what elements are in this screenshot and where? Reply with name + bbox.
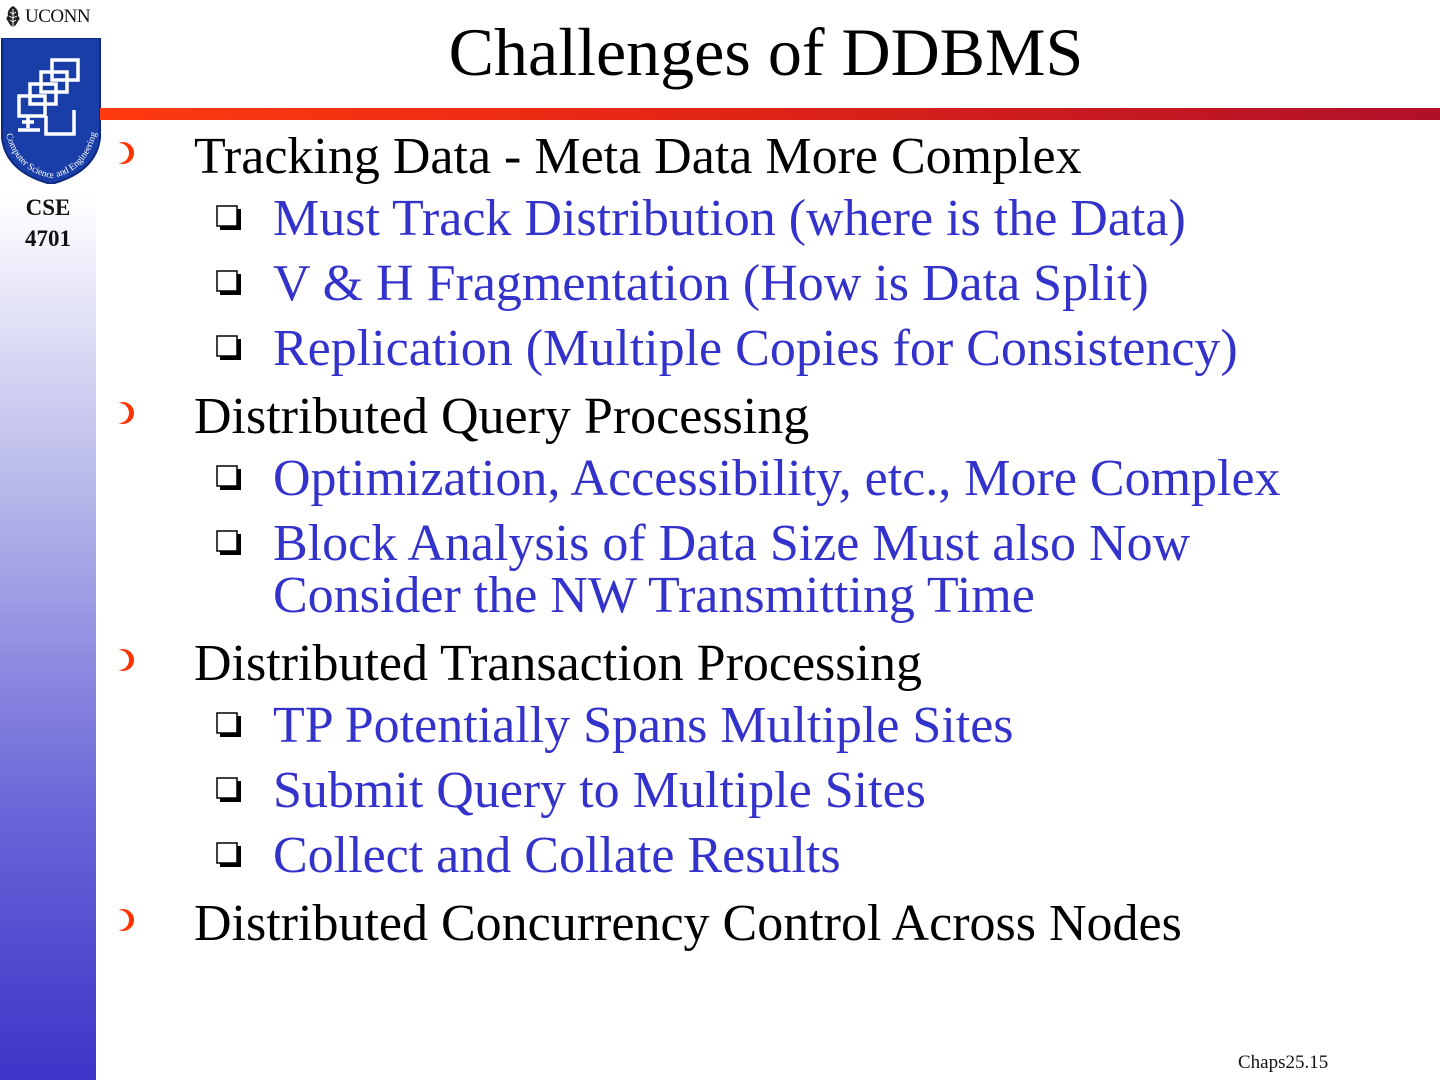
circle-bullet-icon bbox=[110, 402, 134, 424]
circle-bullet-icon bbox=[110, 909, 134, 931]
oak-leaf-icon bbox=[6, 6, 20, 28]
sub-bullet-text: Replication (Multiple Copies for Consist… bbox=[273, 320, 1238, 377]
sub-bullet-item: TP Potentially Spans Multiple Sites bbox=[108, 700, 1428, 752]
sub-bullet-item: Must Track Distribution (where is the Da… bbox=[108, 193, 1428, 245]
uconn-wordmark: UCONN bbox=[25, 6, 91, 27]
sub-bullet-item: Submit Query to Multiple Sites bbox=[108, 765, 1428, 817]
slide-footer: Chaps25.15 bbox=[1238, 1052, 1329, 1073]
hollow-square-bullet-icon bbox=[216, 270, 241, 295]
sub-bullet-text: Block Analysis of Data Size Must also No… bbox=[273, 515, 1191, 624]
sub-bullet-item: Collect and Collate Results bbox=[108, 830, 1428, 882]
hollow-square-bullet-icon bbox=[216, 712, 241, 737]
sub-bullet-text: Optimization, Accessibility, etc., More … bbox=[273, 450, 1281, 507]
sub-bullet-text: Must Track Distribution (where is the Da… bbox=[273, 190, 1186, 247]
hollow-square-bullet-icon bbox=[216, 777, 241, 802]
circle-bullet-icon bbox=[110, 142, 134, 164]
bullet-text: Distributed Concurrency Control Across N… bbox=[194, 895, 1182, 952]
circle-bullet-icon bbox=[110, 649, 134, 671]
bullet-item: Distributed Query Processing bbox=[108, 388, 1428, 446]
title-rule bbox=[100, 108, 1440, 120]
sub-bullet-item: Replication (Multiple Copies for Consist… bbox=[108, 323, 1428, 375]
bullet-item: Distributed Transaction Processing bbox=[108, 635, 1428, 693]
hollow-square-bullet-icon bbox=[216, 335, 241, 360]
slide-title: Challenges of DDBMS bbox=[448, 14, 1084, 90]
sub-bullet-text: Collect and Collate Results bbox=[273, 827, 841, 884]
hollow-square-bullet-icon bbox=[216, 465, 241, 490]
course-code-line2: 4701 bbox=[25, 226, 71, 251]
bullet-text: Distributed Transaction Processing bbox=[194, 635, 922, 692]
course-code: CSE 4701 bbox=[0, 192, 96, 254]
bullet-item: Distributed Concurrency Control Across N… bbox=[108, 895, 1428, 953]
sub-bullet-item: Optimization, Accessibility, etc., More … bbox=[108, 453, 1428, 505]
bullet-text: Distributed Query Processing bbox=[194, 388, 810, 445]
hollow-square-bullet-icon bbox=[216, 205, 241, 230]
sub-bullet-text: Submit Query to Multiple Sites bbox=[273, 762, 926, 819]
hollow-square-bullet-icon bbox=[216, 530, 241, 555]
bullet-text: Tracking Data - Meta Data More Complex bbox=[194, 128, 1082, 185]
sub-bullet-item: Block Analysis of Data Size Must also No… bbox=[108, 518, 1428, 622]
sub-bullet-item: V & H Fragmentation (How is Data Split) bbox=[108, 258, 1428, 310]
sidebar: UCONN Computer Science and Engineering C… bbox=[0, 0, 101, 1080]
sub-bullet-text: TP Potentially Spans Multiple Sites bbox=[273, 697, 1014, 754]
course-code-line1: CSE bbox=[25, 195, 71, 220]
cse-department-logo-icon: Computer Science and Engineering bbox=[0, 38, 101, 184]
hollow-square-bullet-icon bbox=[216, 842, 241, 867]
bullet-item: Tracking Data - Meta Data More Complex bbox=[108, 128, 1428, 186]
sub-bullet-text: V & H Fragmentation (How is Data Split) bbox=[273, 255, 1149, 312]
uconn-logo: UCONN bbox=[4, 4, 91, 30]
